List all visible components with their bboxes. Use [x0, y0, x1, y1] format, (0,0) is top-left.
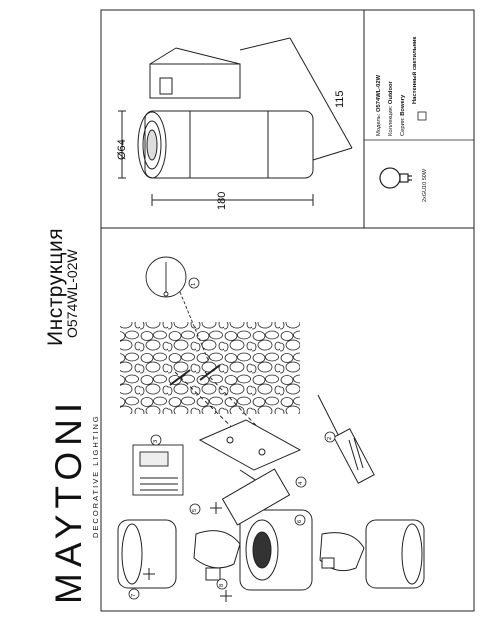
step-6: 6	[297, 519, 303, 523]
model-number: O574WL-02W	[64, 249, 80, 338]
step-1-callout	[145, 256, 209, 361]
stone-wall	[120, 322, 300, 414]
spec-model: Модель: O574WL-02W	[376, 75, 382, 136]
bulb-icon	[379, 167, 412, 189]
gu10-lamps	[193, 530, 365, 581]
bulb-label: 2xGU10 50W	[422, 168, 428, 202]
terminal-block	[132, 444, 184, 496]
spec-series: Серия: Bowery	[400, 95, 406, 136]
spec-model-value: O574WL-02W	[376, 74, 382, 112]
glass-covers	[117, 519, 425, 589]
spec-collection-value: Outdoor	[388, 81, 394, 105]
spec-collection-label: Коллекция:	[388, 105, 394, 136]
spec-type-icon	[417, 111, 427, 121]
spec-series-label: Серия:	[400, 117, 406, 136]
step-8: 8	[219, 583, 225, 587]
spec-type-value: Настенный светильник	[412, 36, 418, 104]
step-3: 3	[153, 439, 159, 443]
step-2: 2	[327, 436, 333, 440]
spec-type: Настенный светильник	[412, 37, 418, 104]
screw-marks	[143, 502, 232, 602]
spec-series-value: Bowery	[400, 94, 406, 116]
main-frame	[100, 9, 475, 612]
dimension-depth: 115	[334, 90, 346, 108]
screwdriver	[317, 394, 375, 484]
dimension-length: 180	[216, 191, 228, 210]
spec-collection: Коллекция: Outdoor	[388, 81, 394, 136]
dimension-drawing	[118, 37, 353, 206]
step-5: 5	[192, 508, 198, 512]
brand-logo: MAYTONI	[48, 396, 89, 604]
spec-model-label: Модель:	[376, 113, 382, 136]
step-7: 7	[131, 593, 137, 597]
brand-tagline: DECORATIVE LIGHTING	[91, 414, 100, 538]
dimension-diameter: Ø64	[116, 139, 128, 160]
luminaire-body	[221, 468, 313, 591]
step-4: 4	[298, 481, 304, 485]
step-markers	[128, 277, 336, 600]
step-1: 1	[191, 282, 197, 286]
mount-plate	[198, 419, 302, 497]
